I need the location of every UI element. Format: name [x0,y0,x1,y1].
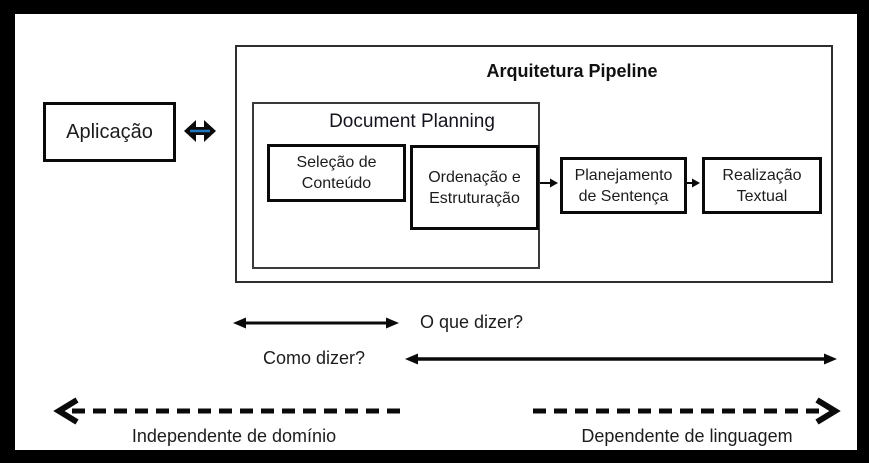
textual-realization-box: Realização Textual [702,157,822,214]
domain-independent-label: Independente de domínio [131,426,337,446]
application-label: Aplicação [66,120,153,143]
ordering-structuring-box: Ordenação e Estruturação [410,145,539,230]
application-box: Aplicação [43,102,176,162]
pipeline-architecture-box: Arquitetura Pipeline Document Planning S… [235,45,833,283]
document-planning-title: Document Planning [329,111,495,132]
content-selection-box: Seleção de Conteúdo [267,144,406,202]
how-to-say-label: Como dizer? [263,348,366,368]
sentence-planning-box: Planejamento de Sentença [560,157,687,214]
ordering-structuring-label: Ordenação e Estruturação [428,168,521,207]
document-planning-box: Document Planning Seleção de Conteúdo Or… [252,102,540,269]
language-dependent-label: Dependente de linguagem [581,426,793,446]
what-to-say-label: O que dizer? [420,312,524,332]
sentence-planning-label: Planejamento de Sentença [574,166,673,205]
textual-realization-label: Realização Textual [722,166,802,205]
content-selection-label: Seleção de Conteúdo [296,154,377,192]
pipeline-title: Arquitetura Pipeline [486,61,658,81]
